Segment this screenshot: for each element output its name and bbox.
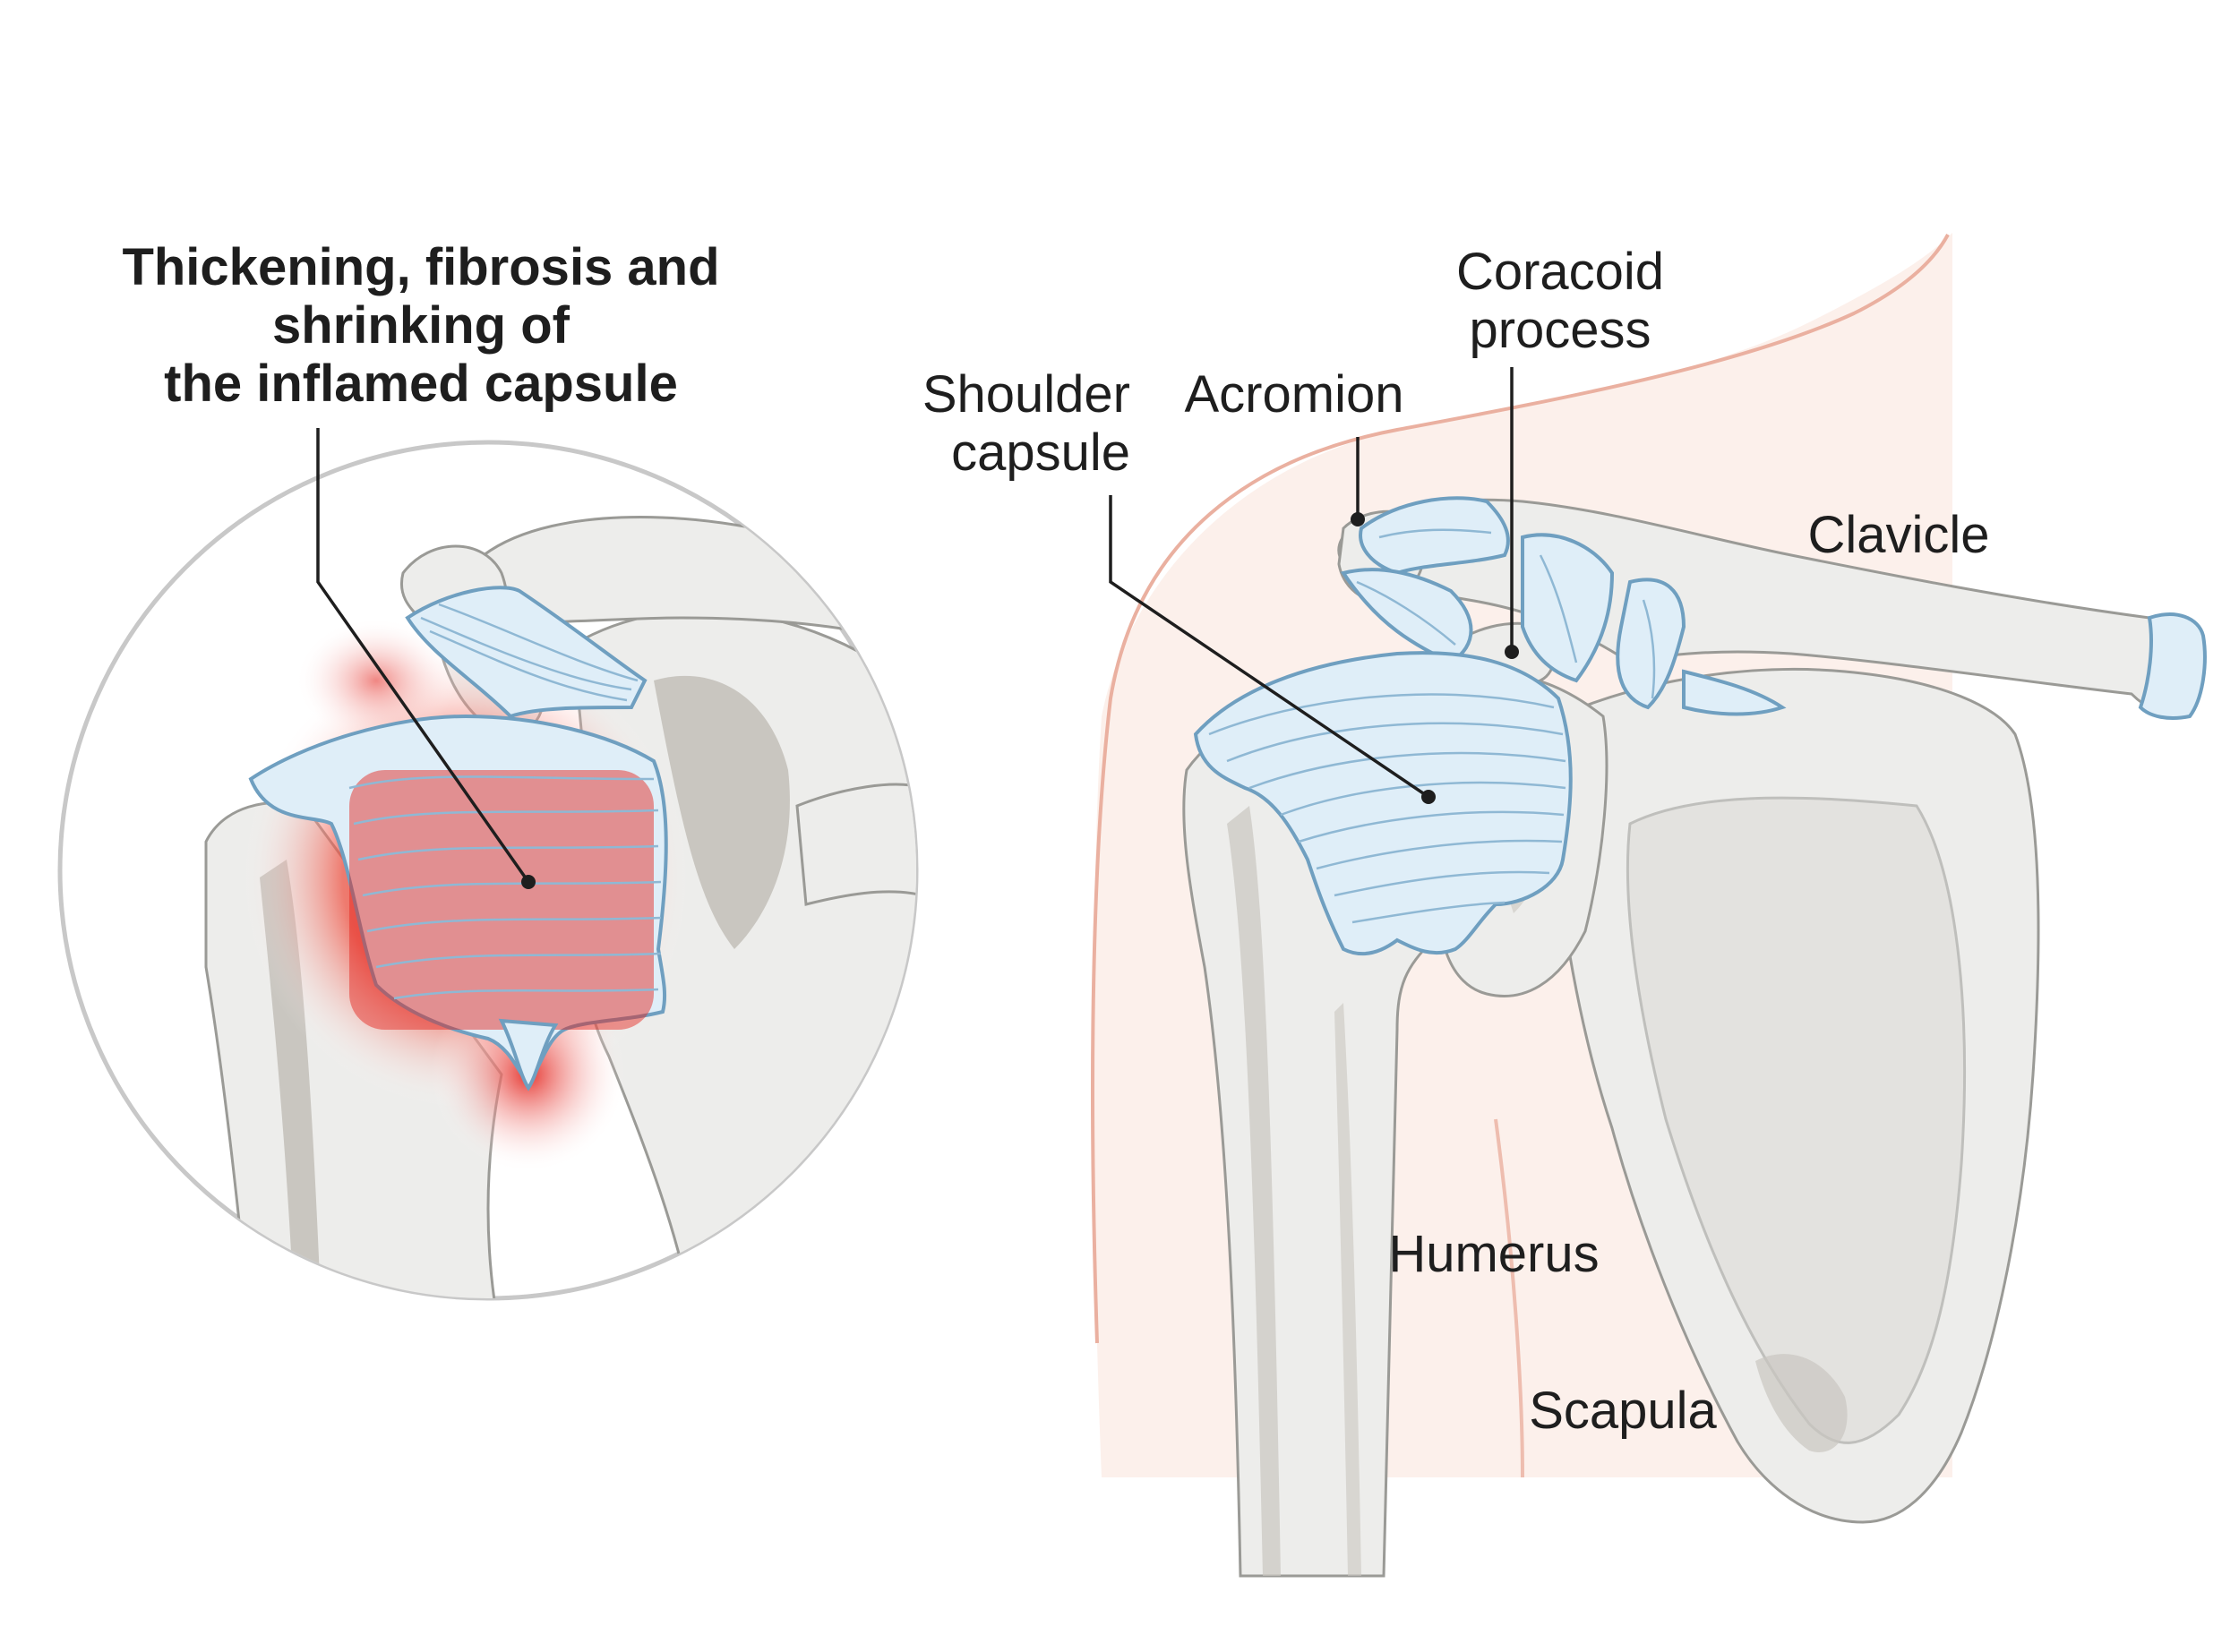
coracoclavicular-ligament-2 bbox=[1616, 578, 1686, 710]
label-shoulder-capsule-line-2: capsule bbox=[951, 424, 1130, 482]
shoulder-capsule bbox=[1193, 651, 1573, 956]
label-scapula: Scapula bbox=[1529, 1382, 1717, 1440]
inset-title-line-2: shrinking of bbox=[272, 296, 570, 355]
labels: Thickening, fibrosis and shrinking of th… bbox=[122, 238, 1989, 1440]
coracoacromial-ligament bbox=[1340, 568, 1473, 665]
coracoid-leader-dot bbox=[1505, 645, 1519, 659]
inset-coracoacromial-ligament bbox=[405, 586, 648, 719]
inset-title-line-1: Thickening, fibrosis and bbox=[122, 238, 719, 296]
main-shoulder-illustration bbox=[1091, 233, 2207, 1578]
clavicle-end-cartilage bbox=[2138, 612, 2207, 720]
shoulder-capsule-leader-dot bbox=[1421, 790, 1436, 804]
label-humerus: Humerus bbox=[1388, 1225, 1599, 1283]
label-acromion: Acromion bbox=[1185, 365, 1404, 424]
shoulder-capsule-leader bbox=[1109, 495, 1429, 799]
acromion-leader-dot bbox=[1351, 512, 1365, 526]
label-shoulder-capsule-line-1: Shoulder bbox=[922, 365, 1130, 424]
inset-title-leader-dot bbox=[521, 875, 536, 889]
label-coracoid-line-1: Coracoid bbox=[1456, 243, 1664, 301]
label-clavicle: Clavicle bbox=[1807, 506, 1989, 564]
inset-title-line-3: the inflamed capsule bbox=[164, 355, 678, 413]
inset-magnified-view bbox=[57, 440, 919, 1301]
coracoclavicular-ligament bbox=[1521, 533, 1615, 683]
skin-outline-line bbox=[1091, 234, 1950, 1344]
trapezoid-ligament bbox=[1682, 669, 1787, 716]
label-coracoid-line-2: process bbox=[1469, 301, 1651, 359]
coracoacromial-ligament-upper bbox=[1359, 496, 1510, 576]
inset-title-leader bbox=[316, 428, 530, 884]
